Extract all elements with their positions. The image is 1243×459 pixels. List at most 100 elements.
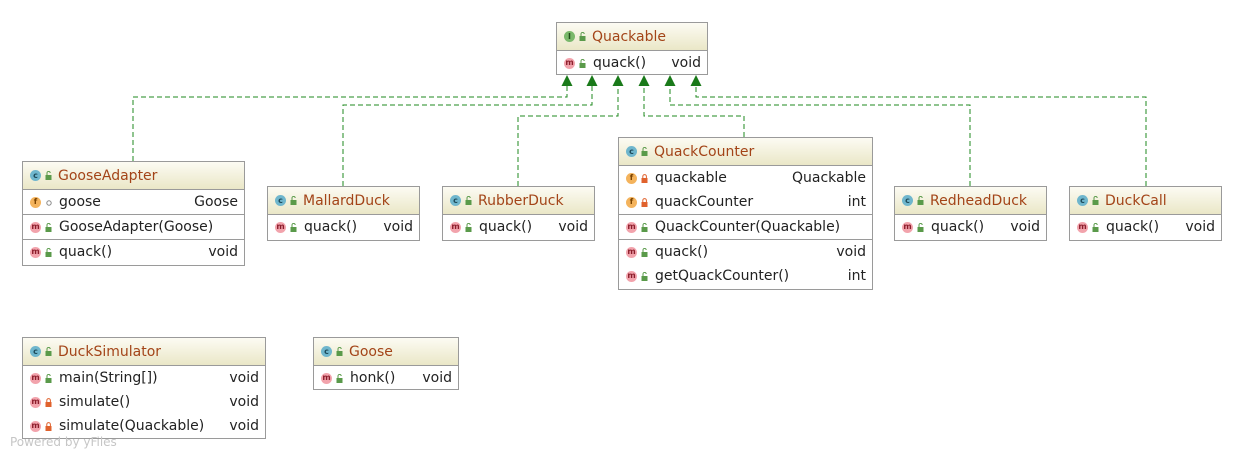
method-type: int [847,268,866,284]
method-row[interactable]: m quack() void [619,240,872,264]
class-name: MallardDuck [303,192,390,209]
class-node-quackable[interactable]: I Quackable m quack() void [556,22,708,75]
field-type: Goose [194,194,238,210]
public-lock-icon [641,222,649,232]
method-name: quack() [1106,219,1160,235]
method-icon: m [321,372,332,384]
static-field-icon: f [626,196,637,208]
method-row[interactable]: m QuackCounter(Quackable) [619,215,872,239]
class-icon: c [275,195,286,206]
public-lock-icon [917,196,925,205]
arrowhead [664,75,676,86]
class-node-gooseadapter[interactable]: c GooseAdapter f goose Goose m GooseAdap… [22,161,245,266]
method-icon: m [902,221,913,233]
public-lock-icon [465,196,473,205]
fields-section: f quackable Quackable f quackCounter int [619,166,872,215]
static-method-icon: m [626,270,637,282]
fields-section: f goose Goose [23,190,244,215]
field-icon: f [30,196,41,208]
public-lock-icon [290,222,298,232]
class-node-ducksimulator[interactable]: c DuckSimulator m main(String[]) void m … [22,337,266,439]
method-row[interactable]: m main(String[]) void [23,366,265,390]
class-node-quackcounter[interactable]: c QuackCounter f quackable Quackable f q… [618,137,873,290]
interface-icon: I [564,31,575,42]
public-lock-icon [1092,196,1100,205]
public-lock-icon [641,147,649,156]
class-name: GooseAdapter [58,167,158,184]
field-row[interactable]: f quackable Quackable [619,166,872,190]
field-name: goose [59,194,101,210]
edge-rubberduck-quackable [517,84,619,186]
field-icon: f [626,172,637,184]
methods-section: m quack() void [895,215,1046,239]
method-name: main(String[]) [59,370,158,386]
edge-redheadduck-quackable [669,84,971,186]
class-node-rubberduck[interactable]: c RubberDuck m quack() void [442,186,595,241]
method-row[interactable]: m quack() void [443,215,594,239]
class-name: Goose [349,343,393,360]
public-lock-icon [45,347,53,356]
methods-section: m quack() void m getQuackCounter() int [619,240,872,288]
method-type: void [422,370,452,386]
methods-section: m quack() void [23,240,244,264]
public-lock-icon [465,222,473,232]
method-type: void [1185,219,1215,235]
method-row[interactable]: m GooseAdapter(Goose) [23,215,244,239]
method-name: simulate(Quackable) [59,418,205,434]
methods-section: m quack() void [443,215,594,239]
method-type: void [229,418,259,434]
field-row[interactable]: f quackCounter int [619,190,872,214]
method-row[interactable]: m getQuackCounter() int [619,264,872,288]
class-header: c Goose [314,338,458,366]
method-icon: m [275,221,286,233]
public-lock-icon [917,222,925,232]
method-row[interactable]: m simulate() void [23,390,265,414]
field-name: quackCounter [655,194,754,210]
method-icon: m [450,221,461,233]
method-row[interactable]: m quack() void [23,240,244,264]
class-node-redheadduck[interactable]: c RedheadDuck m quack() void [894,186,1047,241]
class-icon: c [30,170,41,181]
method-type: void [208,244,238,260]
method-name: getQuackCounter() [655,268,790,284]
field-type: Quackable [792,170,866,186]
class-header: c GooseAdapter [23,162,244,190]
class-header: c RedheadDuck [895,187,1046,215]
method-row[interactable]: m quack() void [268,215,419,239]
field-row[interactable]: f goose Goose [23,190,244,214]
class-node-mallardduck[interactable]: c MallardDuck m quack() void [267,186,420,241]
method-icon: m [626,246,637,258]
method-type: void [383,219,413,235]
private-lock-icon [45,421,53,431]
method-row[interactable]: m simulate(Quackable) void [23,414,265,438]
class-node-duckcall[interactable]: c DuckCall m quack() void [1069,186,1222,241]
public-lock-icon [579,58,587,68]
method-icon: m [1077,221,1088,233]
method-type: void [229,394,259,410]
method-row[interactable]: m quack() void [1070,215,1221,239]
methods-section: m quack() void [1070,215,1221,239]
class-name: Quackable [592,28,666,45]
arrowhead [690,75,702,86]
class-node-goose[interactable]: c Goose m honk() void [313,337,459,390]
method-name: quack() [304,219,358,235]
method-type: void [671,55,701,71]
method-row[interactable]: m quack() void [895,215,1046,239]
method-icon: m [30,396,41,408]
public-lock-icon [641,247,649,257]
field-type: int [847,194,866,210]
public-lock-icon [45,171,53,180]
methods-section: m quack() void [268,215,419,239]
method-row[interactable]: m quack() void [557,51,707,75]
arrowhead [586,75,598,86]
package-private-icon [45,198,53,207]
class-header: c RubberDuck [443,187,594,215]
class-header: c MallardDuck [268,187,419,215]
method-row[interactable]: m honk() void [314,366,458,390]
edge-gooseadapter-quackable [132,84,568,161]
class-header: c QuackCounter [619,138,872,166]
method-name: quack() [931,219,985,235]
public-lock-icon [336,347,344,356]
arrowhead [612,75,624,86]
